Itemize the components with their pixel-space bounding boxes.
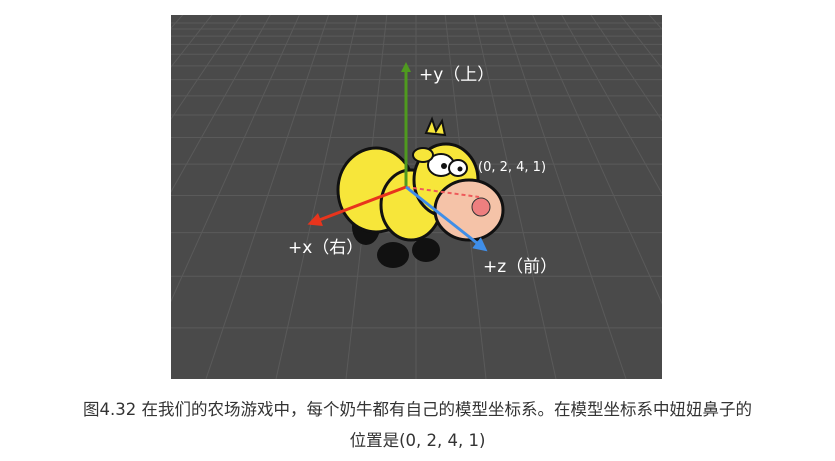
nose-guide-line (405, 186, 480, 198)
grid-line (275, 15, 359, 379)
cow-front-leg-left (377, 242, 409, 268)
caption-line-2: 位置是(0, 2, 4, 1) (349, 431, 486, 450)
grid-line (590, 15, 662, 122)
scene-viewport: +y（上） +x（右） +z（前） (0, 2, 4, 1) (171, 15, 662, 379)
cow-snout (433, 178, 505, 242)
y-axis-label: +y（上） (419, 65, 495, 85)
caption-line-1: 图4.32 在我们的农场游戏中，每个奶牛都有自己的模型坐标系。在模型坐标系中妞妞… (83, 400, 752, 419)
floor-grid (171, 15, 662, 379)
cow-pupil-right (457, 166, 463, 172)
x-axis-label: +x（右） (288, 238, 364, 258)
figure-caption: 图4.32 在我们的农场游戏中，每个奶牛都有自己的模型坐标系。在模型坐标系中妞妞… (0, 394, 835, 456)
grid-line (532, 15, 662, 305)
grid-line (619, 15, 662, 70)
nose-coordinate-label: (0, 2, 4, 1) (478, 160, 547, 175)
grid-line (345, 15, 388, 379)
z-axis-label: +z（前） (483, 257, 558, 277)
x-axis-arrow (307, 185, 407, 227)
grid-line (561, 15, 662, 195)
grid-line (171, 15, 242, 120)
grid-line (473, 15, 557, 379)
grid-line (444, 15, 487, 379)
grid-line (171, 15, 271, 193)
cow-horns (424, 116, 447, 137)
scene-canvas (171, 15, 662, 379)
cow-pupil-left (441, 163, 447, 169)
cow-ear (412, 147, 434, 163)
cow-front-leg-right (412, 238, 440, 262)
grid-line (205, 15, 330, 379)
grid-line (171, 15, 300, 303)
cow-nose (471, 197, 491, 217)
z-axis-arrow (405, 185, 488, 252)
grid-line (502, 15, 627, 379)
